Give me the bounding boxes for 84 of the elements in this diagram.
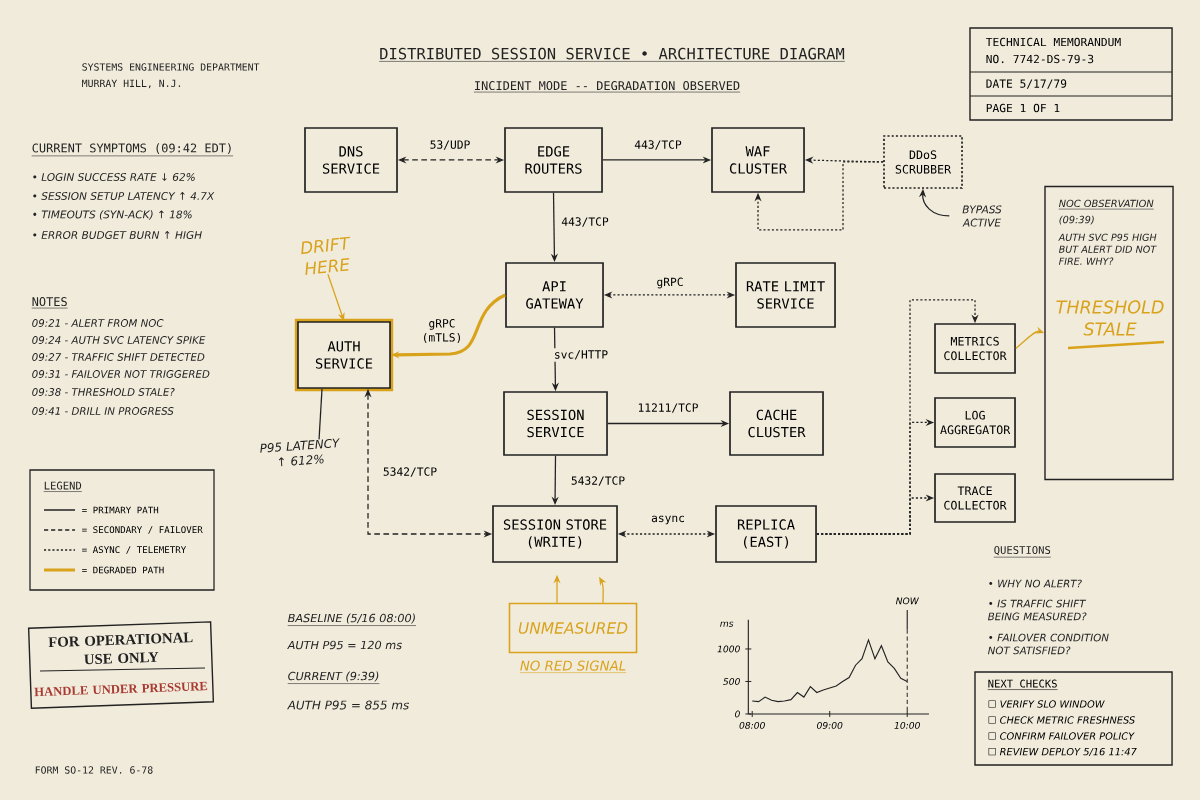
- x-tick-label: 10:00: [894, 721, 920, 729]
- list-item: • ERROR BUDGET BURN ↑ HIGH: [33, 231, 202, 239]
- legend-text: = ASYNC / TELEMETRY: [82, 546, 187, 554]
- memo-text: NO. 7742-DS-79-3: [986, 54, 1094, 64]
- list-item: • WHY NO ALERT?: [989, 579, 1082, 588]
- note-text: 09:31 - FAILOVER NOT TRIGGERED: [32, 370, 210, 378]
- checklist-item: ☐ REVIEW DEPLOY 5/16 11:47: [988, 747, 1137, 757]
- note-text: (09:39): [1059, 215, 1094, 225]
- annotation: NOW: [895, 597, 920, 605]
- annotation-text: BYPASS ACTIVE: [962, 205, 1002, 227]
- note-text: NOC OBSERVATION: [1058, 199, 1154, 210]
- checklist-item: ☐ CONFIRM FAILOVER POLICY: [988, 732, 1135, 740]
- subtitle: INCIDENT MODE -- DEGRADATION OBSERVED: [473, 81, 741, 93]
- service-box: CACHE CLUSTER: [729, 391, 824, 456]
- checklist-item: ☐ CHECK METRIC FRESHNESS: [988, 716, 1135, 724]
- list-item: • SESSION SETUP LATENCY ↑ 4.7X: [33, 192, 215, 200]
- metric-text: AUTH P95 = 120 ms: [287, 640, 402, 650]
- service-box: REPLICA (EAST): [715, 505, 817, 563]
- service-box: METRICS COLLECTOR: [934, 323, 1016, 374]
- memo-text: TECHNICAL MEMORANDUM: [985, 37, 1121, 47]
- legend-text: = DEGRADED PATH: [82, 566, 164, 574]
- service-box: RATE LIMIT SERVICE: [735, 262, 836, 328]
- x-tick-label: 09:00: [817, 721, 843, 729]
- line-series: [751, 639, 908, 703]
- section-heading: NOTES: [31, 297, 68, 309]
- list-item: • FAILOVER CONDITION NOT SATISFIED?: [987, 633, 1109, 655]
- service-box: API GATEWAY: [505, 262, 604, 328]
- list-item: • TIMEOUTS (SYN-ACK) ↑ 18%: [33, 210, 192, 220]
- department-text: SYSTEMS ENGINEERING DEPARTMENT: [82, 63, 260, 71]
- list-item: • LOGIN SUCCESS RATE ↓ 62%: [33, 173, 195, 181]
- title: DISTRIBUTED SESSION SERVICE • ARCHITECTURE DIAGRAM: [378, 47, 846, 62]
- annotation-text: NO RED SIGNAL: [519, 660, 627, 673]
- line-chart: 08:00 09:00 10:00 0 500 1000 ms NOW: [717, 597, 930, 729]
- legend-heading: LEGEND: [43, 481, 83, 492]
- annotation-text: THRESHOLD STALE: [1056, 300, 1165, 350]
- edge-label: 5432/TCP: [568, 474, 628, 488]
- address-text: MURRAY HILL, N.J.: [82, 79, 181, 89]
- service-box: SESSION SERVICE: [503, 391, 608, 456]
- section-heading: CURRENT SYMPTOMS (09:42 EDT): [31, 143, 234, 157]
- legend-text: = PRIMARY PATH: [82, 506, 159, 514]
- arrow: [754, 161, 884, 231]
- edge-label: 53/UDP: [427, 138, 473, 152]
- form-number: FORM SO-12 REV. 6-78: [35, 766, 153, 774]
- y-tick-label: 500: [723, 678, 740, 685]
- service-box: EDGE ROUTERS: [504, 127, 603, 193]
- edge-label: 11211/TCP: [635, 401, 701, 415]
- note-text: 09:27 - TRAFFIC SHIFT DETECTED: [32, 353, 205, 361]
- metric-heading: CURRENT (9:39): [287, 671, 380, 684]
- note-text: 09:21 - ALERT FROM NOC: [32, 319, 164, 327]
- list-item: • IS TRAFFIC SHIFT BEING MEASURED?: [987, 599, 1087, 621]
- service-box: DDoS SCRUBBER: [883, 135, 963, 189]
- edge-label: 5342/TCP: [380, 465, 440, 479]
- stamp-text: FOR OPERATIONAL USE ONLY: [48, 632, 193, 665]
- y-axis-title: ms: [720, 621, 734, 627]
- section-heading: QUESTIONS: [993, 546, 1052, 558]
- service-box: WAF CLUSTER: [711, 127, 805, 193]
- x-tick-label: 08:00: [739, 721, 765, 729]
- highlighted-box: AUTH SERVICE: [294, 318, 394, 392]
- note-text: AUTH SVC P95 HIGH BUT ALERT DID NOT FIRE. WHY?: [1058, 233, 1157, 265]
- annotation-box: UNMEASURED: [508, 602, 638, 654]
- note-text: 09:38 - THRESHOLD STALE?: [32, 388, 175, 396]
- memo-text: PAGE 1 OF 1: [986, 103, 1060, 113]
- checklist-item: ☐ VERIFY SLO WINDOW: [988, 700, 1105, 708]
- service-box: TRACE COLLECTOR: [934, 473, 1016, 523]
- edge-label: gRPC: [654, 275, 686, 291]
- leader-line: [318, 388, 323, 440]
- service-box: SESSION STORE (WRITE): [492, 505, 618, 563]
- annotation-text: P95 LATENCY ↑ 612%: [260, 438, 340, 467]
- service-box: DNS SERVICE: [304, 127, 398, 193]
- metric-heading: BASELINE (5/16 08:00): [287, 613, 417, 626]
- note-text: 09:41 - DRILL IN PROGRESS: [32, 407, 174, 415]
- checklist-heading: NEXT CHECKS: [987, 679, 1058, 690]
- edge-label: 443/TCP: [559, 215, 611, 229]
- y-tick-label: 1000: [717, 645, 740, 653]
- note-text: 09:24 - AUTH SVC LATENCY SPIKE: [32, 336, 206, 344]
- edge-label: 443/TCP: [632, 138, 684, 152]
- y-tick-label: 0: [735, 710, 740, 718]
- edge-label: svc/HTTP: [551, 348, 611, 362]
- legend-text: = SECONDARY / FAILOVER: [82, 526, 203, 534]
- stamp-text: HANDLE UNDER PRESSURE: [34, 681, 208, 697]
- metric-text: AUTH P95 = 855 ms: [287, 700, 409, 710]
- annotation-text: DRIFT HERE: [301, 236, 351, 275]
- service-box: LOG AGGREGATOR: [934, 397, 1016, 448]
- memo-text: DATE 5/17/79: [986, 79, 1067, 89]
